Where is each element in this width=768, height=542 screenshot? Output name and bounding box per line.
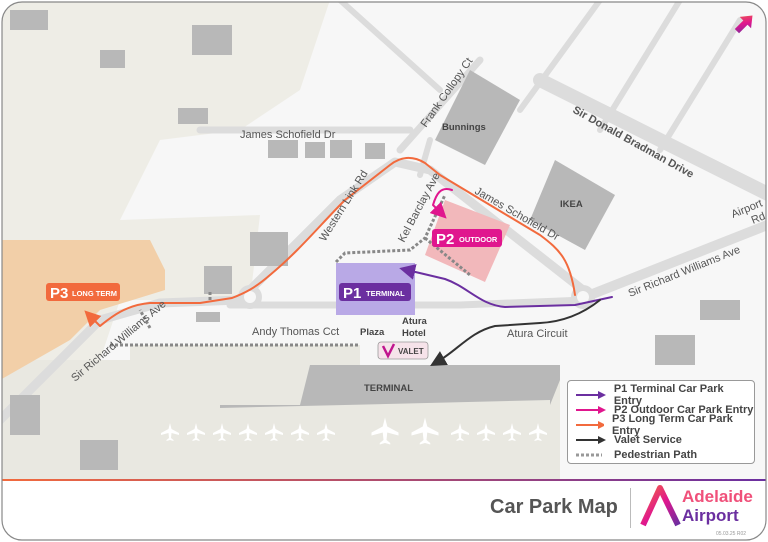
p2-route — [429, 188, 453, 219]
buildings — [10, 10, 740, 470]
label-atura-circuit: Atura Circuit — [507, 328, 568, 340]
label-atura: Atura — [402, 316, 428, 327]
banner-separator — [630, 488, 631, 528]
road-sir-donald-bradman — [533, 73, 766, 207]
legend-label: Valet Service — [614, 433, 682, 446]
map-title: Car Park Map — [490, 496, 618, 518]
legend: P1 Terminal Car Park Entry P2 Outdoor Ca… — [567, 380, 755, 464]
p1-route — [399, 264, 613, 308]
legend-label: P1 Terminal Car Park Entry — [613, 382, 724, 407]
svg-text:P3: P3 — [50, 285, 68, 302]
north-arrow-icon — [734, 15, 753, 34]
label-james-schofield-n: James Schofield Dr — [240, 129, 336, 141]
ikea-building — [530, 160, 615, 250]
valet-route — [430, 299, 601, 366]
p3-badge[interactable]: P3 LONG TERM — [46, 283, 120, 302]
pedestrian-path — [138, 194, 471, 329]
label-ikea: IKEA — [560, 199, 583, 210]
logo-line-2: Airport — [682, 506, 739, 525]
black-arrow-icon — [576, 435, 606, 444]
bunnings-building — [435, 70, 520, 165]
adelaide-airport-logo-mark — [640, 485, 681, 527]
svg-text:VALET: VALET — [398, 347, 424, 356]
valet-badge[interactable]: VALET — [377, 341, 429, 360]
dashed-line-icon — [576, 453, 602, 456]
version-date: 05.03.25 R02 — [716, 531, 747, 537]
p2-badge[interactable]: P2 OUTDOOR — [432, 229, 502, 248]
svg-text:TERMINAL: TERMINAL — [366, 289, 405, 298]
legend-label: P3 Long Term Car Park Entry — [612, 412, 733, 437]
label-airport-rd-2: Rd — [750, 210, 768, 226]
legend-item-p2: P2 Outdoor Car Park Entry — [576, 402, 754, 417]
svg-text:LONG TERM: LONG TERM — [72, 289, 117, 298]
label-andy-thomas: Andy Thomas Cct — [252, 326, 339, 338]
legend-item-pedestrian: Pedestrian Path — [576, 447, 754, 462]
valet-v-icon — [381, 343, 396, 359]
svg-text:P1: P1 — [343, 285, 361, 302]
legend-label: Pedestrian Path — [614, 448, 698, 461]
svg-text:OUTDOOR: OUTDOOR — [459, 235, 498, 244]
p1-badge[interactable]: P1 TERMINAL — [339, 283, 411, 302]
p3-area[interactable] — [0, 240, 165, 380]
orange-arrow-icon — [576, 420, 605, 429]
terminal-building — [220, 365, 560, 408]
label-hotel: Hotel — [402, 328, 426, 339]
purple-arrow-icon — [576, 390, 606, 399]
adelaide-airport-logo: Adelaide Airport — [682, 487, 753, 525]
legend-item-p1: P1 Terminal Car Park Entry — [576, 383, 754, 407]
legend-label: P2 Outdoor Car Park Entry — [614, 403, 754, 416]
legend-item-p3: P3 Long Term Car Park Entry — [576, 413, 754, 437]
legend-item-valet: Valet Service — [576, 432, 754, 447]
airfield — [2, 345, 560, 480]
p3-route — [84, 157, 576, 328]
label-terminal: TERMINAL — [364, 383, 413, 394]
banner-divider — [2, 479, 766, 481]
magenta-arrow-icon — [576, 405, 606, 414]
label-plaza: Plaza — [360, 327, 385, 338]
label-bunnings: Bunnings — [442, 122, 486, 133]
svg-text:P2: P2 — [436, 231, 454, 248]
logo-line-1: Adelaide — [682, 487, 753, 506]
